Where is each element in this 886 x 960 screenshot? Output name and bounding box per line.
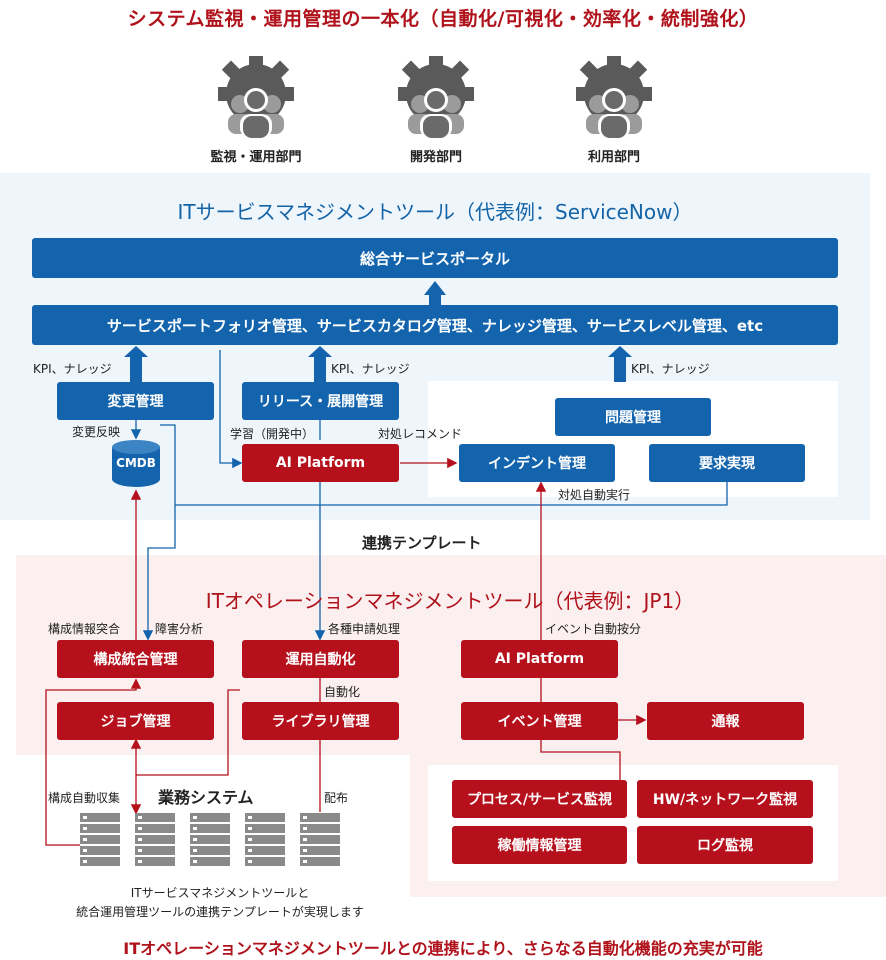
cmdb-label: CMDB <box>116 456 156 470</box>
cmdb-database[interactable]: CMDB <box>110 438 162 488</box>
kpi-label-1: KPI、ナレッジ <box>33 362 112 376</box>
gear-person-icon <box>576 56 652 138</box>
dept-user: 利用部門 <box>544 54 684 165</box>
database-icon <box>112 440 160 487</box>
learning-label: 学習（開発中） <box>230 427 315 441</box>
conclusion: ITオペレーションマネジメントツールとの連携により、さらなる自動化機能の充実が可… <box>123 939 763 958</box>
job-mgmt-box[interactable]: ジョブ管理 <box>57 702 214 740</box>
server-icon <box>135 813 175 868</box>
dept-ops-label: 監視・運用部門 <box>210 150 302 165</box>
fault-analysis-label: 障害分析 <box>155 622 204 636</box>
gear-person-icon <box>398 56 474 138</box>
template-note-line2: 統合運用管理ツールの連携テンプレートが実現します <box>76 905 364 919</box>
event-assign-label: イベント自動按分 <box>545 622 642 636</box>
config-conflict-label: 構成情報突合 <box>48 622 121 636</box>
event-mgmt-box[interactable]: イベント管理 <box>461 702 618 740</box>
portal-box[interactable]: 総合サービスポータル <box>32 238 838 278</box>
server-icon <box>190 813 230 868</box>
notify-box[interactable]: 通報 <box>647 702 804 740</box>
template-note-line1: ITサービスマネジメントツールと <box>130 886 310 900</box>
headline: システム監視・運用管理の一本化（自動化/可視化・効率化・統制強化） <box>127 8 759 30</box>
server-icon <box>245 813 285 868</box>
template-note: ITサービスマネジメントツールと 統合運用管理ツールの連携テンプレートが実現しま… <box>30 884 410 922</box>
ops-automation-box[interactable]: 運用自動化 <box>242 640 399 678</box>
log-monitor-box[interactable]: ログ監視 <box>637 826 813 864</box>
release-mgmt-box[interactable]: リリース・展開管理 <box>242 382 399 420</box>
requests-label: 各種申請処理 <box>328 622 401 636</box>
itom-ai-platform-box[interactable]: AI Platform <box>461 640 618 678</box>
kpi-label-3: KPI、ナレッジ <box>631 362 710 376</box>
link-template-label: 連携テンプレート <box>362 534 482 552</box>
dept-user-label: 利用部門 <box>587 150 640 165</box>
itom-title: ITオペレーションマネジメントツール（代表例：JP1） <box>205 589 695 613</box>
dept-ops: 監視・運用部門 <box>186 54 326 165</box>
auto-exec-label: 対処自動実行 <box>558 488 631 502</box>
kpi-label-2: KPI、ナレッジ <box>331 362 410 376</box>
dept-dev-label: 開発部門 <box>409 150 462 165</box>
change-mgmt-box[interactable]: 変更管理 <box>57 382 214 420</box>
business-system-label: 業務システム <box>158 788 254 807</box>
hw-monitor-box[interactable]: HW/ネットワーク監視 <box>637 780 813 818</box>
incident-mgmt-box[interactable]: インデント管理 <box>459 444 615 482</box>
library-mgmt-box[interactable]: ライブラリ管理 <box>242 702 399 740</box>
dept-dev: 開発部門 <box>366 54 506 165</box>
itsm-title: ITサービスマネジメントツール（代表例：ServiceNow） <box>177 200 693 224</box>
operation-info-box[interactable]: 稼働情報管理 <box>452 826 627 864</box>
problem-mgmt-box[interactable]: 問題管理 <box>555 398 711 436</box>
process-monitor-box[interactable]: プロセス/サービス監視 <box>452 780 627 818</box>
auto-collect-label: 構成自動収集 <box>48 791 121 805</box>
deploy-label: 配布 <box>324 791 349 805</box>
request-fulfill-box[interactable]: 要求実現 <box>649 444 805 482</box>
portfolio-box[interactable]: サービスポートフォリオ管理、サービスカタログ管理、ナレッジ管理、サービスレベル管… <box>32 305 838 345</box>
change-reflect-label: 変更反映 <box>72 425 121 439</box>
gear-person-icon <box>218 56 294 138</box>
server-icon <box>300 813 340 868</box>
config-mgmt-box[interactable]: 構成統合管理 <box>57 640 214 678</box>
automation-label: 自動化 <box>324 685 361 699</box>
server-icon <box>80 813 120 868</box>
recommend-label: 対処レコメンド <box>378 427 463 441</box>
itsm-ai-platform-box[interactable]: AI Platform <box>242 444 399 482</box>
